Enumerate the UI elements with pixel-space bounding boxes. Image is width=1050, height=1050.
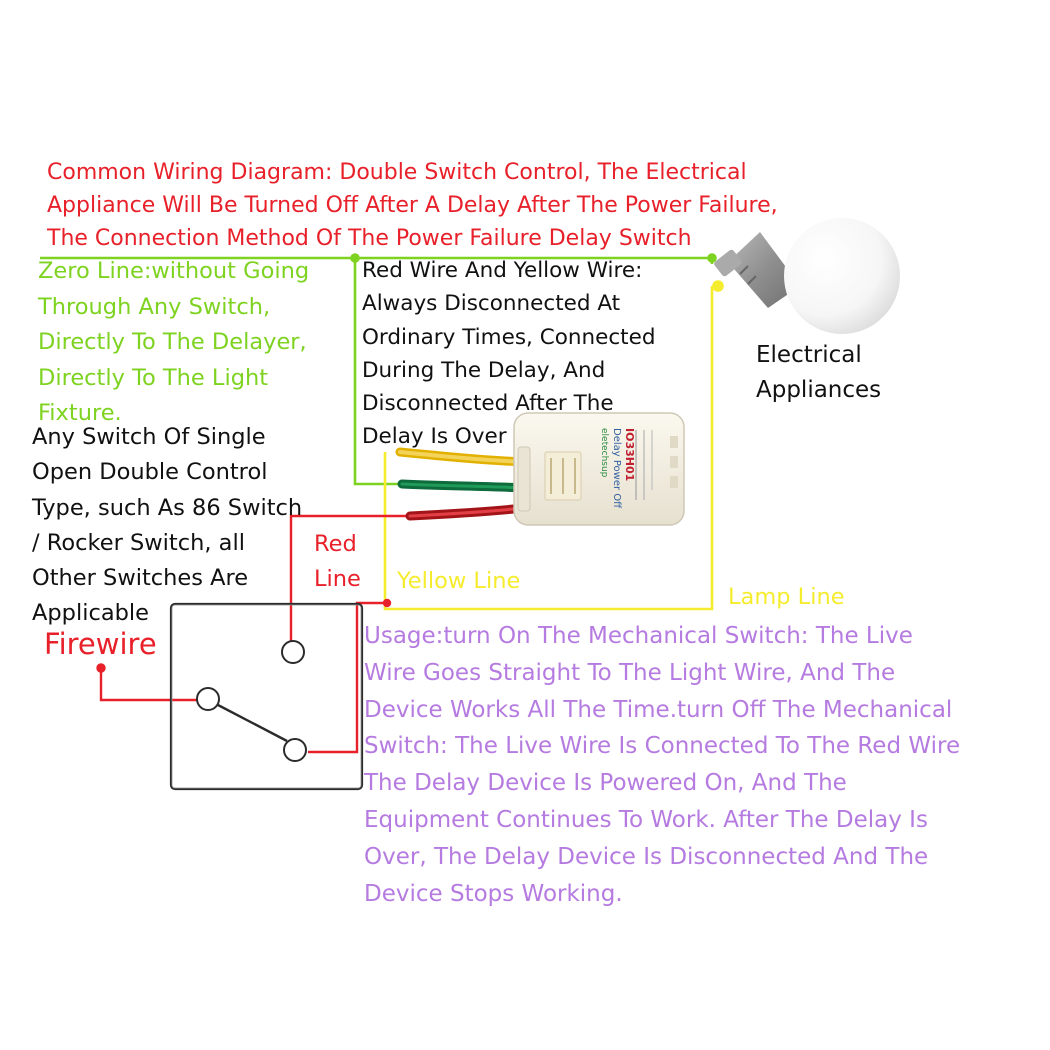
yellow-line-label: Yellow Line (397, 568, 521, 594)
usage-note: Usage:turn On The Mechanical Switch: The… (364, 623, 961, 907)
light-bulb-icon (714, 218, 900, 334)
yellow-line-wire (383, 280, 724, 611)
module-brand: eletechsup (599, 428, 609, 478)
red-line-label: Red Line (314, 531, 361, 592)
module-model: IO33H01 (623, 428, 636, 481)
zero-line-note: Zero Line:without Going Through Any Swit… (38, 258, 310, 426)
delay-module-icon: eletechsup Delay Power Off IO33H01 (513, 412, 685, 526)
module-leads (395, 447, 529, 521)
module-name: Delay Power Off (611, 428, 622, 509)
diagram-title: Common Wiring Diagram: Double Switch Con… (47, 160, 778, 251)
red-yellow-wire-note: Red Wire And Yellow Wire: Always Disconn… (362, 258, 656, 450)
double-control-switch-icon (169, 602, 364, 791)
lamp-line-label: Lamp Line (728, 584, 845, 610)
firewire-label: Firewire (44, 627, 157, 661)
switch-type-note: Any Switch Of Single Open Double Control… (32, 424, 303, 627)
electrical-appliances-label: Electrical Appliances (756, 342, 882, 403)
